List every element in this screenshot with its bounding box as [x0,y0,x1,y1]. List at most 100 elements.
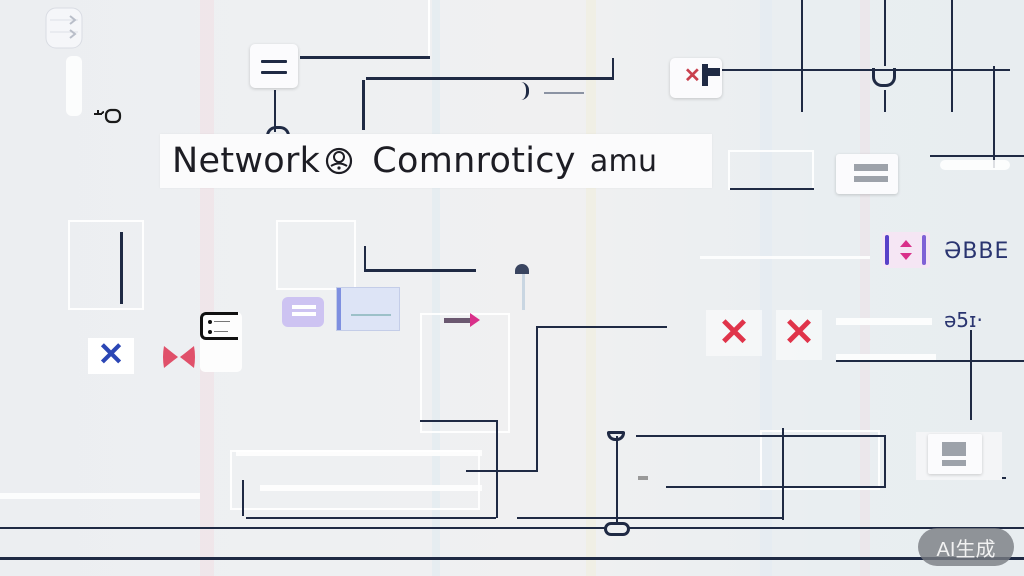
connector-line [428,0,430,56]
close-icon[interactable]: ✕ [783,312,815,354]
ghost-box [760,430,880,490]
connector-port [607,431,625,441]
connector-line [993,66,995,168]
bracket-right [922,235,926,265]
card-line [292,312,316,316]
close-icon[interactable]: ✕ [97,336,125,372]
bg-stripe [432,0,440,576]
ghost-box [276,220,356,290]
ghost-box [420,313,510,433]
bar-light [236,450,482,456]
bus-line-bottom [0,557,1024,560]
server-slot [942,460,966,466]
connector-line [300,56,430,59]
window-line [351,314,391,316]
expand-icon [898,238,914,262]
list-card[interactable] [836,154,898,194]
bar-light [836,318,932,325]
diagram-title: Network [172,141,321,181]
connector-line [616,436,618,522]
connector-line [364,269,476,272]
server-face [928,434,982,474]
bus-node [604,522,630,536]
ghost-box [728,150,814,190]
bg-stripe [760,0,772,576]
connector-line [884,90,886,112]
note-line [214,321,230,322]
dash-glyph [638,476,648,480]
close-tile[interactable]: ✕ [706,310,762,356]
bg-stripe [200,0,214,576]
plug-icon [706,68,720,76]
document-node[interactable] [250,44,298,88]
list-line [854,176,888,182]
close-icon[interactable]: ✕ [718,312,750,354]
close-tile[interactable]: ✕ [88,338,134,374]
window-card[interactable] [336,287,400,331]
bg-stripe [860,0,870,576]
note-dot [208,320,212,324]
ghost-box [68,220,144,310]
bar-light [700,256,870,259]
server-screen [942,442,966,456]
database-icon[interactable] [44,6,84,50]
bar-light [836,354,936,361]
ai-generated-label: AI生成 [936,538,996,561]
connector-line [517,517,783,519]
connector-line [951,0,953,112]
connector-line [496,420,498,518]
glyph-label: ə5ɪ· [944,308,983,332]
bar-light [260,485,482,491]
note-line [214,331,228,332]
connector-line [466,470,538,472]
ai-generated-badge: AI生成 [918,528,1014,566]
connector-line [522,270,525,310]
arrow-right-icon[interactable] [444,312,484,328]
close-card[interactable]: ✕ [670,58,722,98]
document-line [261,71,287,74]
bar-light [0,493,200,499]
ghost-box [230,450,480,510]
diagram-title-suffix: amu [589,143,658,179]
bus-line-top [0,527,1024,529]
list-line [854,164,888,171]
document-line [261,60,287,63]
note-bracket [200,312,238,340]
close-tile[interactable]: ✕ [776,310,822,360]
expand-control[interactable] [882,232,930,268]
plug-icon [702,64,708,86]
connector-port [872,68,896,87]
connector-line [246,517,496,519]
glyph-label: ƏBBE [944,239,1010,264]
connector-line [364,246,366,270]
connector-line [666,486,886,488]
connector-line [362,80,365,130]
connector-line [537,326,667,328]
connector-line [420,420,498,422]
close-icon[interactable]: ✕ [684,65,701,87]
connector-line [612,58,614,78]
bowtie-icon[interactable] [160,340,198,374]
diagram-title-box: Network Comnroticy amu [160,134,712,188]
connector-line [242,480,244,516]
connector-line [120,232,123,304]
bg-stripe [586,0,596,576]
dash-glyph [544,92,584,94]
connector-line [730,188,814,190]
database-stand [66,56,82,116]
connector-port [266,126,290,139]
connector-line [884,0,886,66]
note-card[interactable] [200,312,242,372]
connector-line [884,435,886,487]
server-node[interactable] [916,432,1002,480]
diagram-title-rest: Comnroticy [372,141,576,181]
connector-line [720,69,1010,71]
connector-line [970,330,972,420]
note-dot [208,330,212,334]
connector-line [801,0,803,112]
card-line [292,305,316,309]
purple-card[interactable] [282,297,324,327]
connector-key-icon [92,106,128,126]
bracket-glyph [518,82,529,100]
connector-line [930,155,1024,157]
